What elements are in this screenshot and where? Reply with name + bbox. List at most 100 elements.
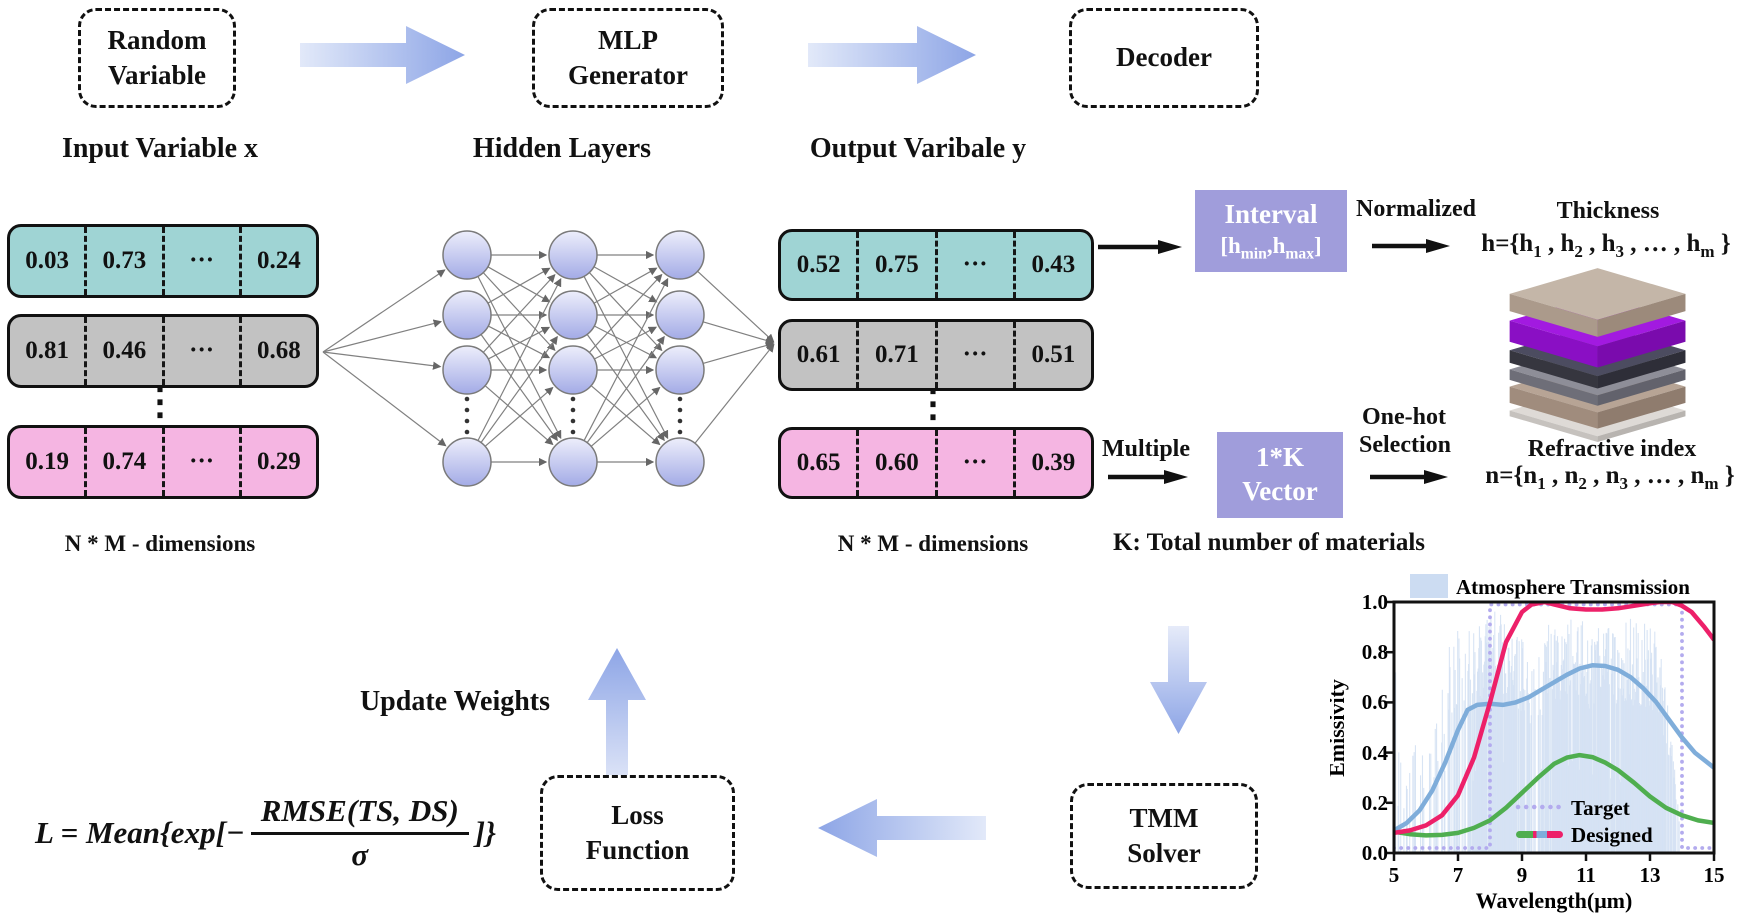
- output-cell: 0.60: [859, 430, 938, 496]
- output-dims-label: N * M - dimensions: [837, 531, 1029, 556]
- arrow-to-interval: [1098, 240, 1182, 254]
- interval-range: [hmin,hmax]: [1220, 232, 1322, 263]
- loss-function-box: Loss Function: [540, 775, 735, 891]
- loss-formula: L = Mean{exp[− RMSE(TS, DS) σ ]}: [35, 793, 496, 873]
- input-variable-heading: Input Variable x: [61, 133, 259, 164]
- atmosphere-legend-label: Atmosphere Transmission: [1456, 575, 1690, 599]
- svg-text:0.6: 0.6: [1362, 690, 1388, 714]
- output-vertical-ellipsis: ⋮: [914, 383, 952, 425]
- k-vector-label-2: Vector: [1242, 476, 1318, 506]
- input-cell: ···: [165, 317, 242, 385]
- output-vector-row-1: 0.52 0.75 ··· 0.43: [778, 229, 1094, 301]
- loss-formula-numerator: RMSE(TS, DS): [250, 793, 469, 835]
- chart-tick-marks: [1386, 600, 1716, 861]
- flow-arrow-right-1: [300, 26, 465, 84]
- output-vector-row-3: 0.65 0.60 ··· 0.39: [778, 427, 1094, 499]
- thickness-title: Thickness: [1556, 198, 1660, 224]
- input-cell: 0.68: [257, 337, 301, 364]
- loss-formula-lhs: L = Mean{exp[−: [35, 815, 245, 850]
- y-axis-title: Emissivity: [1330, 679, 1349, 777]
- svg-text:13: 13: [1640, 863, 1661, 887]
- random-variable-label-1: Random: [107, 24, 207, 55]
- one-hot-label: One-hot: [1362, 404, 1446, 430]
- normalized-label: Normalized: [1356, 196, 1476, 222]
- thickness-formula: h={h1 , h2 , h3 , … , hm }: [1481, 230, 1731, 261]
- svg-text:1.0: 1.0: [1362, 590, 1388, 614]
- svg-text:0.4: 0.4: [1362, 741, 1389, 765]
- y-tick-labels: 0.0 0.2 0.4 0.6 0.8 1.0: [1362, 590, 1389, 865]
- input-cell: 0.03: [10, 227, 88, 295]
- k-vector-box: 1*K Vector: [1217, 432, 1343, 518]
- decoder-box: Decoder: [1069, 8, 1259, 108]
- output-cell: ···: [938, 232, 1016, 298]
- k-total-note: K: Total number of materials: [1113, 529, 1426, 556]
- random-variable-label-2: Variable: [107, 60, 206, 90]
- output-cell: 0.61: [781, 322, 860, 388]
- input-cell: 0.74: [87, 428, 165, 496]
- arrow-multiple: [1108, 470, 1188, 484]
- input-cell: 0.29: [257, 448, 301, 475]
- input-cell: 0.73: [87, 227, 165, 295]
- chart-frame: [1392, 600, 1716, 855]
- x-tick-labels: 5 7 9 11 13 15: [1389, 863, 1725, 887]
- arrow-one-hot: [1370, 470, 1448, 484]
- input-vector-row-1: 0.03 0.73 ··· 0.24: [7, 224, 319, 298]
- designed-curve-blue: [1394, 663, 1714, 833]
- output-cell: 0.39: [1031, 449, 1076, 476]
- target-curve: [1394, 602, 1714, 850]
- designed-legend-swatch: [1516, 831, 1563, 838]
- designed-legend-label: Designed: [1571, 823, 1653, 847]
- multiple-label: Multiple: [1102, 436, 1190, 462]
- svg-text:0.0: 0.0: [1362, 841, 1388, 865]
- chart-plot-area: [1394, 602, 1714, 853]
- output-cell: 0.65: [781, 430, 860, 496]
- inner-legend: Target Designed: [1515, 796, 1653, 847]
- loss-formula-fraction: RMSE(TS, DS) σ: [250, 793, 469, 873]
- tmm-solver-label-2: Solver: [1127, 838, 1201, 868]
- svg-text:9: 9: [1517, 863, 1528, 887]
- svg-text:7: 7: [1453, 863, 1464, 887]
- nn-nodes: [442, 230, 705, 487]
- output-cell: 0.71: [859, 322, 938, 388]
- decoder-label: Decoder: [1116, 42, 1212, 73]
- output-vector-row-2: 0.61 0.71 ··· 0.51: [778, 319, 1094, 391]
- input-cell: 0.19: [10, 428, 88, 496]
- svg-text:0.8: 0.8: [1362, 640, 1388, 664]
- svg-text:5: 5: [1389, 863, 1400, 887]
- input-cell: ···: [165, 428, 242, 496]
- stack-layers: [1509, 268, 1686, 443]
- hidden-layers-heading: Hidden Layers: [472, 133, 652, 164]
- tmm-solver-box: TMM Solver: [1070, 783, 1258, 889]
- random-variable-box: Random Variable: [78, 8, 236, 108]
- target-legend-label: Target: [1571, 796, 1630, 820]
- output-variable-heading: Output Varibale y: [809, 133, 1027, 164]
- input-cell: 0.24: [257, 247, 301, 274]
- selection-label: Selection: [1359, 432, 1451, 458]
- neural-network-graphic: [322, 230, 775, 487]
- input-vertical-ellipsis: ⋮: [141, 381, 179, 423]
- update-weights-arrow-up: [588, 648, 646, 794]
- svg-text:11: 11: [1576, 863, 1596, 887]
- loss-function-label-2: Function: [585, 835, 690, 865]
- x-axis-title: Wavelength(μm): [1476, 888, 1633, 913]
- svg-text:15: 15: [1704, 863, 1725, 887]
- mlp-generator-label-1: MLP: [598, 24, 658, 55]
- output-cell: 0.75: [859, 232, 938, 298]
- output-cell: 0.52: [781, 232, 860, 298]
- output-cell: ···: [938, 322, 1016, 388]
- loss-formula-rhs: ]}: [474, 815, 496, 850]
- emissivity-chart: Atmosphere Transmission 0.0 0.2 0.4 0.6 …: [1330, 574, 1725, 913]
- refractive-index-title: Refractive index: [1527, 436, 1697, 462]
- interval-box: Interval [hmin,hmax]: [1195, 190, 1347, 272]
- update-weights-label: Update Weights: [359, 686, 551, 717]
- output-cell: 0.43: [1031, 251, 1076, 278]
- loss-formula-denominator: σ: [351, 837, 369, 872]
- arrow-normalized: [1372, 239, 1450, 253]
- input-vector-row-2: 0.81 0.46 ··· 0.68: [7, 314, 319, 388]
- flow-arrow-left: [818, 799, 986, 857]
- flow-arrow-right-2: [808, 26, 976, 84]
- multilayer-stack-image: [1509, 268, 1686, 443]
- tmm-solver-label-1: TMM: [1129, 802, 1199, 833]
- flow-arrow-down: [1150, 626, 1207, 734]
